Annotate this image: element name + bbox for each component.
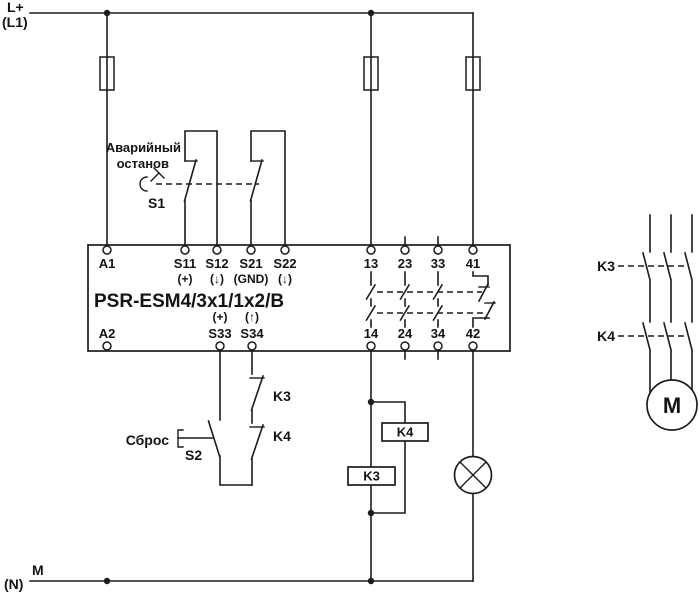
- bottom-rail: [29, 577, 474, 585]
- relay-nc-contact: [472, 271, 496, 328]
- reset-switch-label: S2: [185, 447, 202, 463]
- coil-circuit: [347, 350, 429, 582]
- rail-label-m: M: [32, 562, 44, 578]
- terminal-label-s22: S22: [273, 256, 296, 271]
- terminal-label-24: 24: [398, 326, 413, 341]
- terminal-label-42: 42: [466, 326, 480, 341]
- terminal-label-13: 13: [364, 256, 378, 271]
- estop-title-line2: останов: [117, 156, 169, 171]
- motor-icon: [646, 379, 698, 431]
- terminal-label-23: 23: [398, 256, 412, 271]
- feeder-lines: [106, 12, 474, 247]
- terminal-sub-s11: (+): [178, 272, 193, 286]
- coil-k3-label: K3: [363, 469, 380, 484]
- top-rail: [29, 9, 474, 17]
- contactor-k3-label: K3: [597, 258, 615, 274]
- terminal-label-s34: S34: [240, 326, 264, 341]
- coil-k4-icon: [381, 422, 429, 442]
- estop-button-icon: [139, 167, 165, 192]
- feedback-contact-k3-label: K3: [273, 388, 291, 404]
- feedback-contact-k4-label: K4: [273, 428, 291, 444]
- rail-label-n: (N): [4, 576, 23, 592]
- relay-body: [87, 244, 511, 352]
- contactor-k4-label: K4: [597, 328, 615, 344]
- terminal-sub-s21: (GND): [234, 272, 269, 286]
- fuse-icon: [99, 56, 481, 91]
- terminal-sub-s33: (+): [213, 310, 228, 324]
- terminal-label-14: 14: [364, 326, 379, 341]
- terminal-circles: [102, 245, 478, 351]
- terminal-label-a1: A1: [99, 256, 116, 271]
- terminal-stubs: [404, 236, 439, 360]
- terminal-label-a2: A2: [99, 326, 116, 341]
- estop-switch-label: S1: [148, 195, 165, 211]
- indicator-lamp-icon: [453, 350, 493, 582]
- relay-no-contacts: [365, 271, 487, 328]
- reset-button-icon: [177, 429, 184, 448]
- terminal-label-34: 34: [431, 326, 446, 341]
- motor-circuit: [618, 214, 698, 431]
- coil-k4-label: K4: [397, 425, 414, 440]
- terminal-sub-s34: (↑): [245, 310, 259, 324]
- reset-circuit: [177, 350, 265, 486]
- terminal-sub-s12: (↓): [210, 272, 224, 286]
- coil-k3-icon: [347, 466, 396, 486]
- rail-label-lplus: L+: [7, 0, 24, 15]
- terminal-label-s12: S12: [205, 256, 228, 271]
- motor-label: M: [663, 393, 681, 418]
- terminal-label-s33: S33: [208, 326, 231, 341]
- terminal-label-s11: S11: [174, 256, 196, 271]
- terminal-sub-s22: (↓): [278, 272, 292, 286]
- terminal-label-41: 41: [466, 256, 480, 271]
- relay-model-label: PSR-ESM4/3x1/1x2/B: [94, 291, 284, 312]
- terminal-label-33: 33: [431, 256, 445, 271]
- estop-title-line1: Аварийный: [106, 140, 181, 155]
- terminal-label-s21: S21: [239, 256, 262, 271]
- reset-label: Сброс: [126, 432, 169, 448]
- rail-label-l1: (L1): [2, 14, 28, 30]
- estop-circuit: [139, 130, 286, 247]
